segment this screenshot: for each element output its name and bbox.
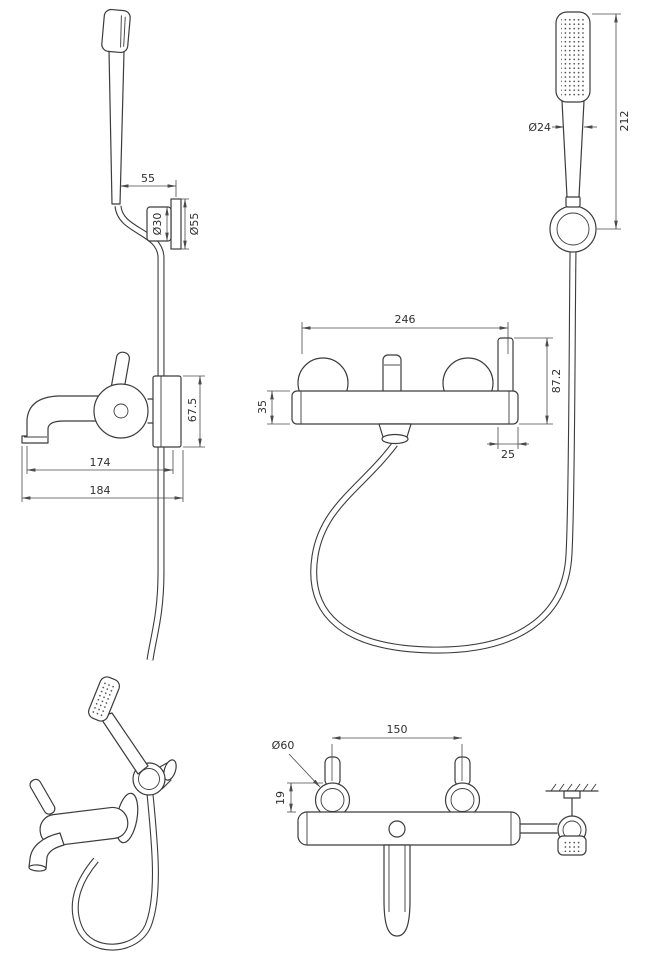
handshower-head xyxy=(101,8,131,54)
hose-nut xyxy=(565,195,581,208)
shower-hose-pictorial xyxy=(71,793,159,951)
dim-label-19: 19 xyxy=(274,791,287,805)
dim-offset-25: 25 xyxy=(487,427,529,461)
dim-label-184: 184 xyxy=(90,484,111,497)
dim-label-25: 25 xyxy=(501,448,515,461)
dim-label-174: 174 xyxy=(90,456,111,469)
mixer-body-side xyxy=(93,383,149,439)
right-handle-stem xyxy=(454,756,471,787)
dim-label-212: 212 xyxy=(618,111,631,132)
dim-height-67-5: 67.5 xyxy=(183,375,205,448)
ring-mount-flange xyxy=(163,759,177,781)
mixer-body-cap xyxy=(113,403,129,419)
dim-reach-174: 174 xyxy=(26,446,174,474)
spout-outlet xyxy=(381,433,409,445)
dim-label-246: 246 xyxy=(395,313,416,326)
dim-centers-150: 150 xyxy=(331,723,463,781)
mixer-side xyxy=(21,351,182,448)
dim-label-dia55: Ø55 xyxy=(188,213,201,236)
dim-label-55: 55 xyxy=(141,172,155,185)
view-pictorial xyxy=(28,676,177,951)
diverter-plan xyxy=(388,820,406,838)
dim-label-dia30: Ø30 xyxy=(151,213,164,236)
view-plan: 150 Ø60 19 xyxy=(272,723,599,937)
shower-hose-front xyxy=(310,251,577,654)
holder-ring-inner xyxy=(556,212,590,246)
dim-label-35: 35 xyxy=(256,400,269,414)
handshower-wand xyxy=(108,49,125,205)
handshower-wand-pictorial xyxy=(99,712,149,775)
bracket-flange xyxy=(170,198,182,250)
hose-outlet-column xyxy=(497,337,514,395)
dim-label-87-2: 87.2 xyxy=(550,369,563,394)
mixer-bar-plan xyxy=(297,811,521,846)
spout-outlet-pictorial xyxy=(28,864,47,872)
handshower-side xyxy=(101,8,131,205)
view-side: 55 Ø30 Ø55 67.5 174 184 xyxy=(21,8,205,661)
mixer-pictorial xyxy=(28,778,139,872)
dim-dia-30: Ø30 xyxy=(151,206,169,242)
dim-label-150: 150 xyxy=(387,723,408,736)
dim-width-246: 246 xyxy=(301,313,509,354)
diverter-knob xyxy=(382,354,402,396)
holder-flange-plan xyxy=(563,790,581,799)
left-handle-stem xyxy=(324,756,341,787)
mixer-wall-flange-side xyxy=(152,375,182,448)
mixer-lever-pictorial xyxy=(29,778,56,815)
mixer-body-pictorial xyxy=(39,806,129,847)
dim-depth-19: 19 xyxy=(274,782,323,813)
spout-plan xyxy=(383,844,411,937)
view-front: Ø24 212 246 35 87.2 xyxy=(256,11,631,654)
dim-offset-55: 55 xyxy=(119,172,177,197)
bracket-holder xyxy=(146,206,172,242)
dim-len-212: 212 xyxy=(592,13,631,230)
handshower-holder-plan xyxy=(519,783,599,856)
spout-side xyxy=(21,395,104,444)
spout-pictorial xyxy=(28,832,65,870)
dim-label-dia24: Ø24 xyxy=(528,121,551,134)
dim-dia-24: Ø24 xyxy=(528,121,597,134)
dim-dia-60: Ø60 xyxy=(272,739,321,788)
dim-height-87-2: 87.2 xyxy=(514,337,563,425)
dim-label-67-5: 67.5 xyxy=(186,398,199,423)
handshower-handle-front xyxy=(561,100,585,198)
dim-body-35: 35 xyxy=(256,390,290,425)
dim-dia-55: Ø55 xyxy=(171,198,201,250)
spray-face-dots xyxy=(561,17,585,96)
mixer-bar-front xyxy=(291,390,519,425)
dim-reach-184: 184 xyxy=(21,446,184,502)
dim-label-dia60: Ø60 xyxy=(272,739,295,752)
handshower-head-pictorial xyxy=(87,676,121,722)
